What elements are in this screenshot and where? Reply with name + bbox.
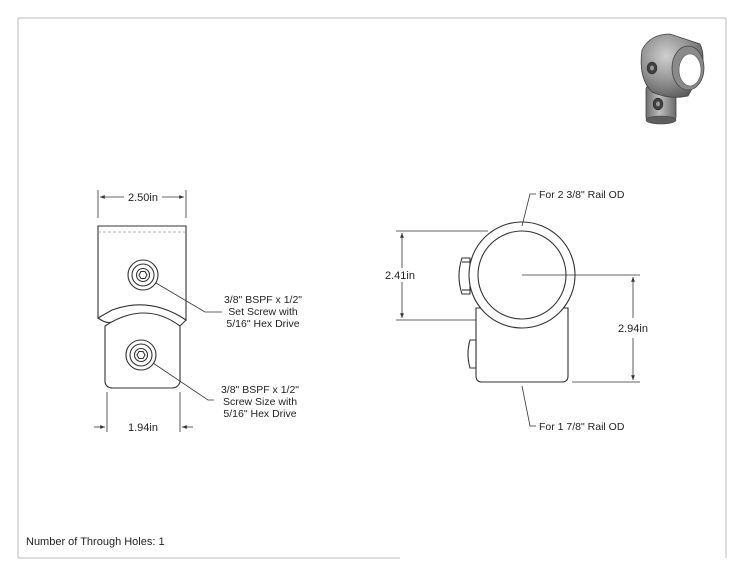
- svg-text:5/16" Hex Drive: 5/16" Hex Drive: [223, 408, 296, 420]
- front-view: [97, 225, 187, 389]
- side-lower-boss: [467, 339, 477, 369]
- front-width-bottom-label: 1.94in: [128, 422, 158, 434]
- side-upper-boss: [458, 257, 471, 295]
- upper-set-screw-icon: [127, 259, 159, 291]
- side-dimensions: [396, 193, 640, 427]
- rail-od-top-label: For 2 3/8" Rail OD: [539, 189, 625, 201]
- svg-text:Set Screw with: Set Screw with: [228, 306, 298, 318]
- svg-text:3/8" BSPF x 1/2": 3/8" BSPF x 1/2": [221, 384, 299, 396]
- front-width-top-label: 2.50in: [128, 192, 158, 204]
- lower-screw-callout: 3/8" BSPF x 1/2" Screw Size with 5/16" H…: [221, 384, 299, 420]
- side-lower-tube: [475, 307, 569, 383]
- lower-set-screw-icon: [125, 339, 157, 371]
- svg-text:5/16" Hex Drive: 5/16" Hex Drive: [226, 318, 299, 330]
- isometric-part-thumbnail: [640, 33, 705, 125]
- through-holes-note: Number of Through Holes: 1: [26, 536, 165, 548]
- upper-screw-callout: 3/8" BSPF x 1/2" Set Screw with 5/16" He…: [224, 294, 302, 330]
- rail-od-bottom-label: For 1 7/8" Rail OD: [539, 421, 625, 433]
- side-view: [458, 221, 576, 383]
- svg-text:Screw Size with: Screw Size with: [223, 396, 297, 408]
- svg-text:3/8" BSPF x 1/2": 3/8" BSPF x 1/2": [224, 294, 302, 306]
- sheet-border: [17, 17, 727, 559]
- front-dimensions: [94, 190, 222, 432]
- side-height-left-label: 2.41in: [385, 270, 415, 282]
- side-height-right-label: 2.94in: [618, 323, 648, 335]
